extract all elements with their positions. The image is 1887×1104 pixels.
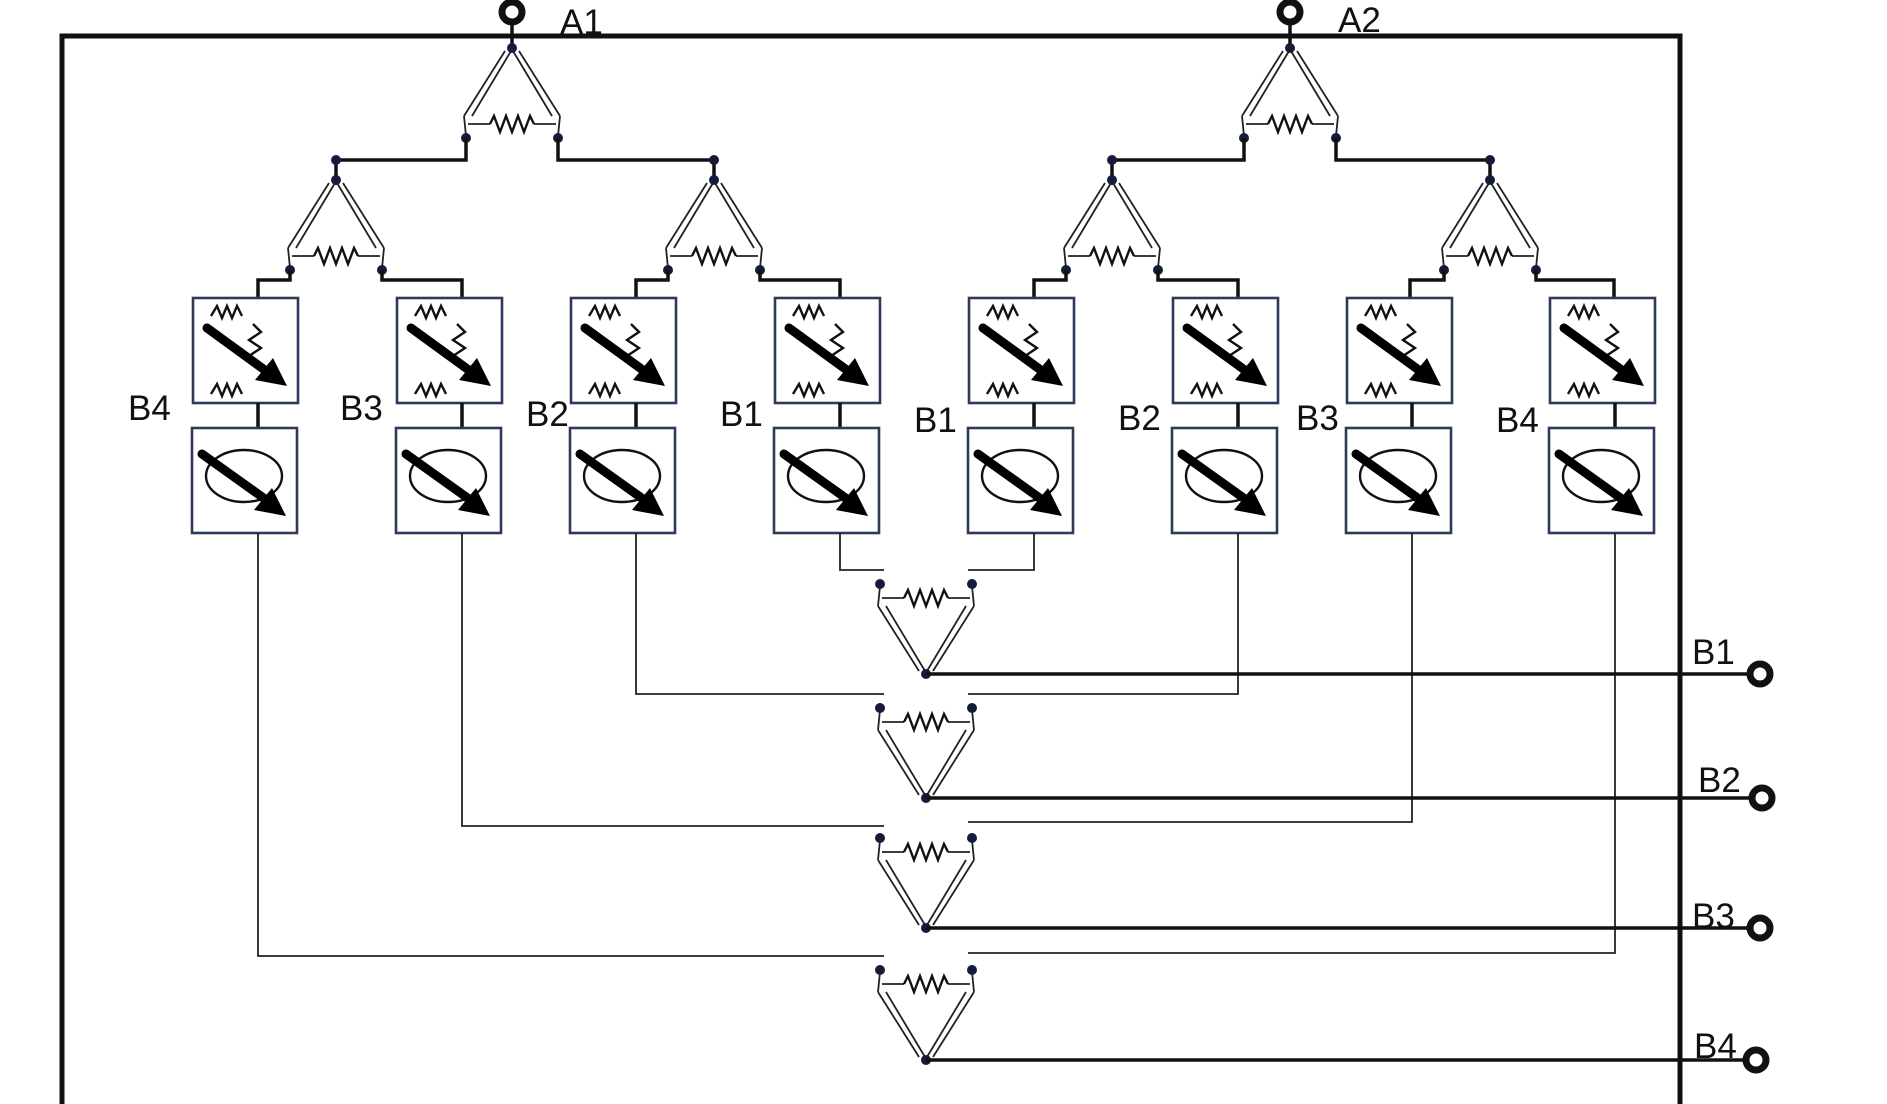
column-6: [1172, 298, 1278, 533]
column-8: [1549, 298, 1655, 533]
column-label-8: B4: [1496, 401, 1539, 440]
phase-shifter-icon: [774, 428, 879, 533]
attenuator-icon: [571, 298, 676, 403]
column-label-5: B1: [914, 401, 957, 440]
attenuator-icon: [1550, 298, 1655, 403]
phase-shifter-icon: [968, 428, 1073, 533]
splitter-a2-left-icon: [1059, 173, 1165, 277]
column-label-3: B2: [526, 395, 569, 434]
column-label-4: B1: [720, 395, 763, 434]
combiner-wiring: [257, 533, 1616, 957]
port-b3-terminal[interactable]: [1746, 914, 1774, 942]
phase-shifter-icon: [1346, 428, 1451, 533]
column-3: [570, 298, 676, 533]
splitter-a1-level1-icon: [459, 41, 565, 145]
combiner-b1-icon: [873, 577, 979, 681]
right-feed-network: [1032, 12, 1616, 340]
splitter-a2-level1-icon: [1237, 41, 1343, 145]
phase-shifter-icon: [396, 428, 501, 533]
phase-shifter-icon: [570, 428, 675, 533]
column-7: [1346, 298, 1452, 533]
attenuator-icon: [1173, 298, 1278, 403]
port-a2-terminal[interactable]: [1276, 0, 1304, 26]
combiner-b3-icon: [873, 831, 979, 935]
attenuator-icon: [969, 298, 1074, 403]
attenuator-icon: [1347, 298, 1452, 403]
column-4: [774, 298, 880, 533]
splitter-a2-right-icon: [1437, 173, 1543, 277]
combiner-b4-icon: [873, 963, 979, 1067]
port-b1-label: B1: [1692, 633, 1735, 672]
attenuator-icon: [397, 298, 502, 403]
phase-shifter-icon: [1172, 428, 1277, 533]
left-feed-network: [256, 12, 842, 340]
column-label-1: B4: [128, 389, 171, 428]
port-a1-label: A1: [560, 3, 603, 42]
port-b3-label: B3: [1692, 897, 1735, 936]
column-1: [192, 298, 298, 533]
phase-shifter-icon: [1549, 428, 1654, 533]
port-a2-label: A2: [1338, 1, 1381, 40]
enclosure-frame: [59, 33, 1683, 1104]
port-a1-terminal[interactable]: [498, 0, 526, 26]
splitter-a1-left-icon: [283, 173, 389, 277]
attenuator-icon: [193, 298, 298, 403]
port-b2-label: B2: [1698, 761, 1741, 800]
splitter-a1-right-icon: [661, 173, 767, 277]
port-b4-terminal[interactable]: [1742, 1046, 1770, 1074]
attenuator-icon: [775, 298, 880, 403]
column-label-7: B3: [1296, 399, 1339, 438]
port-b1-terminal[interactable]: [1746, 660, 1774, 688]
column-label-2: B3: [340, 389, 383, 428]
port-b4-label: B4: [1694, 1027, 1737, 1066]
column-5: [968, 298, 1074, 533]
phase-shifter-icon: [192, 428, 297, 533]
combiner-b2-icon: [873, 701, 979, 805]
column-2: [396, 298, 502, 533]
column-label-6: B2: [1118, 399, 1161, 438]
port-b2-terminal[interactable]: [1748, 784, 1776, 812]
